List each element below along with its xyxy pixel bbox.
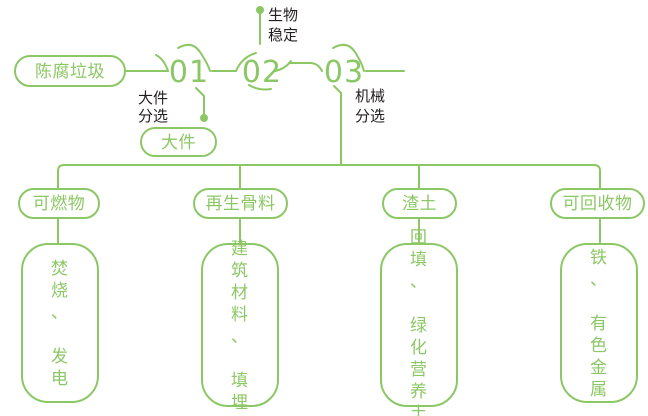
source-node-label: 陈腐垃圾 bbox=[35, 62, 105, 82]
output-node-2-shape bbox=[193, 188, 288, 219]
output-node-4-shape bbox=[550, 188, 645, 219]
output-node-2-label: 再生骨料 bbox=[206, 194, 276, 214]
source-node[interactable]: 陈腐垃圾 bbox=[14, 55, 126, 87]
stage-01-output-label: 大件 bbox=[161, 133, 196, 153]
use-box-1-char-1: 烧 bbox=[51, 281, 69, 301]
stage-02-connector-dot bbox=[256, 6, 264, 14]
use-box-4-char-3: 有 bbox=[590, 314, 608, 334]
use-box-3-char-0: 回 bbox=[410, 228, 428, 248]
use-box-2-char-2: 材 bbox=[231, 283, 249, 303]
use-box-1-char-4: 发 bbox=[51, 347, 69, 367]
use-box-4-char-4: 色 bbox=[590, 336, 608, 356]
use-box-3-char-8: 土 bbox=[410, 404, 428, 416]
use-box-1-char-5: 电 bbox=[51, 369, 69, 389]
output-node-4[interactable]: 可回收物 bbox=[550, 188, 645, 219]
stage-02-process-label-line1: 生物 bbox=[268, 6, 298, 24]
use-box-4-char-6: 属 bbox=[590, 380, 608, 400]
stage-number-03: 03 bbox=[324, 55, 364, 90]
stage-01-connector-dot bbox=[200, 114, 208, 122]
output-node-2[interactable]: 再生骨料 bbox=[193, 188, 288, 219]
main-flow-line bbox=[123, 43, 405, 91]
stage-01-output-node[interactable]: 大件 bbox=[140, 127, 217, 157]
use-box-2-char-1: 筑 bbox=[231, 261, 249, 281]
output-node-3-label: 渣土 bbox=[402, 194, 437, 214]
output-node-3[interactable]: 渣土 bbox=[382, 188, 457, 219]
stage-number-02: 02 bbox=[242, 55, 282, 90]
source-node-shape bbox=[14, 55, 126, 87]
use-box-3-char-1: 填 bbox=[410, 250, 428, 270]
use-box-2-char-6: 填 bbox=[231, 371, 249, 391]
use-box-2-char-3: 料 bbox=[231, 305, 249, 325]
stage-01-branch bbox=[195, 87, 205, 118]
stage-03-process-label-line1: 机械 bbox=[355, 87, 385, 105]
stage-01-process-label-line2: 分选 bbox=[138, 107, 168, 125]
use-box-3-shape bbox=[380, 243, 458, 407]
use-box-3-char-6: 营 bbox=[410, 360, 428, 380]
stage-03-process-label-line2: 分选 bbox=[355, 107, 385, 125]
use-box-1-shape bbox=[21, 243, 99, 403]
use-box-4-char-1: 、 bbox=[590, 270, 608, 290]
stage-03-trunk bbox=[333, 85, 342, 166]
use-box-1-char-0: 焚 bbox=[51, 259, 69, 279]
use-box-4[interactable]: 铁 、 有 色 金 属 bbox=[560, 243, 638, 403]
use-box-4-shape bbox=[560, 243, 638, 403]
use-box-2-char-7: 埋 bbox=[231, 393, 249, 413]
use-box-3-char-7: 养 bbox=[410, 382, 428, 402]
stage-01-output-shape bbox=[140, 127, 217, 157]
output-bus bbox=[57, 164, 601, 189]
use-box-3-char-5: 化 bbox=[410, 338, 428, 358]
output-node-3-shape bbox=[382, 188, 457, 219]
use-box-2-char-0: 建 bbox=[231, 239, 249, 259]
use-box-1[interactable]: 焚 烧 、 发 电 bbox=[21, 243, 99, 403]
output-node-1-label: 可燃物 bbox=[33, 194, 86, 214]
output-node-1[interactable]: 可燃物 bbox=[18, 188, 100, 219]
use-box-2-shape bbox=[201, 243, 279, 407]
use-box-4-char-5: 金 bbox=[590, 358, 608, 378]
use-box-3[interactable]: 回 填 、 绿 化 营 养 土 bbox=[380, 228, 458, 416]
output-node-1-shape bbox=[18, 188, 100, 219]
use-box-3-char-4: 绿 bbox=[410, 316, 428, 336]
stage-01-process-label-line1: 大件 bbox=[138, 89, 168, 107]
output-node-4-label: 可回收物 bbox=[563, 194, 633, 214]
use-box-2-char-4: 、 bbox=[231, 327, 249, 347]
stage-02-process-label-line2: 稳定 bbox=[268, 26, 298, 44]
use-box-3-char-2: 、 bbox=[410, 272, 428, 292]
use-box-2[interactable]: 建 筑 材 料 、 填 埋 bbox=[201, 239, 279, 413]
stage-number-01: 01 bbox=[169, 55, 209, 90]
use-box-1-char-2: 、 bbox=[51, 303, 69, 323]
use-box-4-char-0: 铁 bbox=[590, 248, 608, 268]
